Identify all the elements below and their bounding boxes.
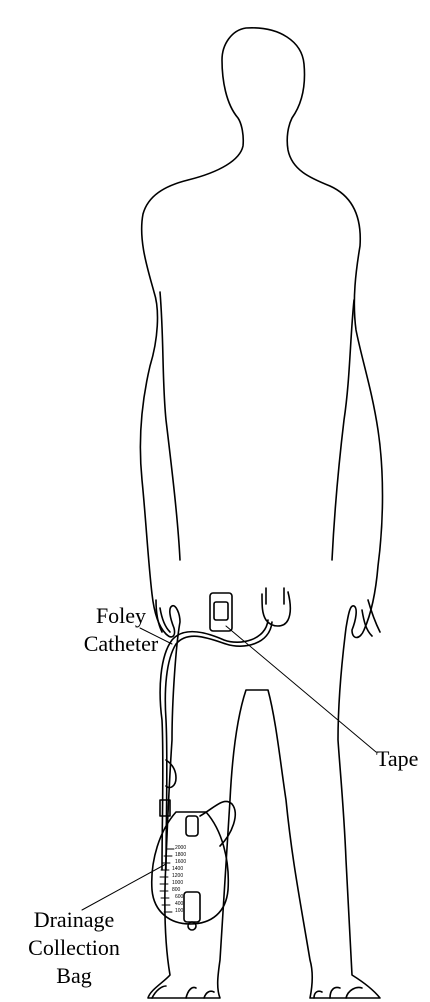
bag-valve-top [186,816,198,836]
tape-clip [214,602,228,620]
bag-label-line-2: Collection [10,934,138,962]
bag-scale-number: 1400 [172,866,183,872]
bag-valve-bottom [184,892,200,922]
foley-label-line-1: Foley [66,602,176,630]
bag-scale-number: 600 [175,894,183,900]
bag-scale-number: 100 [175,908,183,914]
foley-label-line-2: Catheter [66,630,176,658]
tape-leader-line [226,626,376,752]
bag-label-line-1: Drainage [10,906,138,934]
drainage-bag [152,812,229,924]
left-arm-inner-line [160,292,180,560]
bag-scale-number: 400 [175,901,183,907]
drainage-bag-label: Drainage Collection Bag [10,906,138,990]
right-foot-toes [314,987,362,998]
left-foot-toes [152,986,214,998]
bag-scale-number: 800 [172,887,180,893]
bag-scale-number: 1800 [175,852,186,858]
bag-scale-number: 1000 [172,880,183,886]
genital-detail [266,588,284,604]
tape-label: Tape [376,745,418,773]
right-arm-inner-line [332,300,354,560]
bag-scale-number: 1600 [175,859,186,865]
bag-leader-line [82,864,166,910]
bag-scale-number: 1200 [172,873,183,879]
foley-catheter-label: Foley Catheter [66,602,176,658]
bag-scale-number: 2000 [175,845,186,851]
right-hand-fingers [362,600,380,636]
bag-label-line-3: Bag [10,962,138,990]
